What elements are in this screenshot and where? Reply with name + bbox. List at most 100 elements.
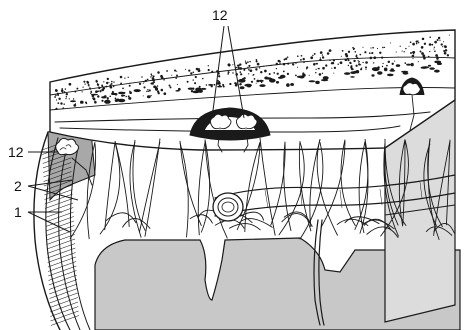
stipple-dot [353, 60, 355, 62]
stipple-dot [58, 98, 60, 100]
stipple-dot [113, 81, 114, 82]
stipple-dot [129, 91, 130, 92]
stipple-dot [441, 43, 443, 45]
stipple-dot [153, 75, 155, 77]
stipple-dot [223, 85, 225, 87]
pore [286, 83, 290, 87]
stipple-dot [358, 63, 360, 65]
stipple-dot [107, 97, 109, 99]
stipple-dot [245, 62, 247, 64]
stipple-dot [313, 63, 316, 66]
stipple-dot [325, 64, 327, 66]
stipple-dot [248, 73, 249, 74]
stipple-dot [365, 66, 367, 68]
pore [240, 86, 245, 89]
stipple-dot [125, 96, 127, 98]
stipple-dot [278, 60, 281, 63]
stipple-dot [369, 52, 371, 54]
pore [421, 67, 428, 69]
trabecula [140, 142, 161, 232]
trabecula [317, 139, 337, 235]
stipple-dot [193, 72, 195, 74]
stipple-dot [433, 48, 434, 49]
stipple-dot [283, 63, 286, 66]
stipple-dot [295, 63, 296, 64]
stipple-dot [195, 76, 197, 78]
stipple-dot [152, 79, 155, 82]
stipple-dot [345, 55, 348, 58]
stipple-dot [429, 36, 431, 38]
pore [434, 70, 440, 73]
stipple-dot [163, 92, 166, 95]
stipple-dot [99, 90, 101, 92]
stipple-dot [329, 50, 331, 52]
trabecula [100, 142, 120, 234]
stipple-dot [361, 67, 362, 68]
pore [238, 79, 246, 83]
edge-hatch-line [50, 298, 78, 308]
stipple-dot [251, 81, 253, 83]
stipple-dot [161, 89, 164, 92]
stipple-dot [91, 92, 92, 93]
trabecula [341, 140, 355, 226]
stipple-dot [157, 71, 160, 74]
pore [276, 81, 279, 84]
pore [247, 85, 251, 88]
stipple-dot [373, 56, 376, 59]
pore [155, 87, 158, 90]
stipple-dot [443, 50, 445, 52]
pore [217, 86, 222, 88]
stipple-dot [300, 59, 302, 61]
stipple-dot [257, 63, 260, 66]
stipple-dot [76, 88, 78, 90]
label-2: 2 [14, 178, 22, 194]
stipple-dot [253, 74, 254, 75]
stipple-dot [394, 61, 395, 62]
stipple-dot [310, 56, 313, 59]
stipple-dot [322, 73, 323, 74]
stipple-dot [443, 41, 444, 42]
trabecula [130, 142, 141, 238]
stipple-dot [382, 47, 384, 49]
stipple-dot [105, 86, 107, 88]
stipple-dot [403, 51, 404, 52]
pore [389, 70, 395, 72]
stipple-dot [166, 70, 168, 72]
pore [280, 75, 286, 79]
stipple-dot [301, 55, 303, 57]
stipple-dot [61, 89, 64, 92]
edge-hatch-line [47, 248, 75, 258]
stipple-dot [269, 73, 271, 75]
stipple-dot [248, 65, 250, 67]
stipple-dot [158, 92, 160, 94]
stipple-dot [163, 79, 165, 81]
stipple-dot [146, 91, 148, 93]
stipple-dot [348, 59, 350, 61]
stipple-dot [365, 61, 368, 64]
stipple-dot [193, 79, 194, 80]
stipple-dot [412, 58, 413, 59]
stipple-dot [439, 40, 440, 41]
stipple-dot [106, 82, 108, 84]
stipple-dot [431, 44, 433, 46]
vessel-cross-section [213, 193, 243, 221]
stipple-dot [256, 60, 258, 62]
stipple-dot [211, 71, 213, 73]
stipple-dot [355, 65, 357, 67]
stipple-dot [239, 84, 241, 86]
stipple-dot [245, 60, 246, 61]
stipple-dot [194, 82, 196, 84]
stipple-dot [377, 48, 378, 49]
stipple-dot [95, 80, 97, 82]
stipple-dot [151, 75, 153, 77]
stipple-dot [120, 83, 122, 85]
stipple-dot [57, 94, 59, 96]
stipple-dot [276, 68, 277, 69]
stipple-dot [66, 93, 68, 95]
stipple-dot [98, 87, 100, 89]
pore [344, 72, 350, 75]
stipple-dot [120, 76, 123, 79]
stipple-dot [429, 43, 432, 46]
stipple-dot [113, 86, 114, 87]
pore [70, 100, 76, 102]
